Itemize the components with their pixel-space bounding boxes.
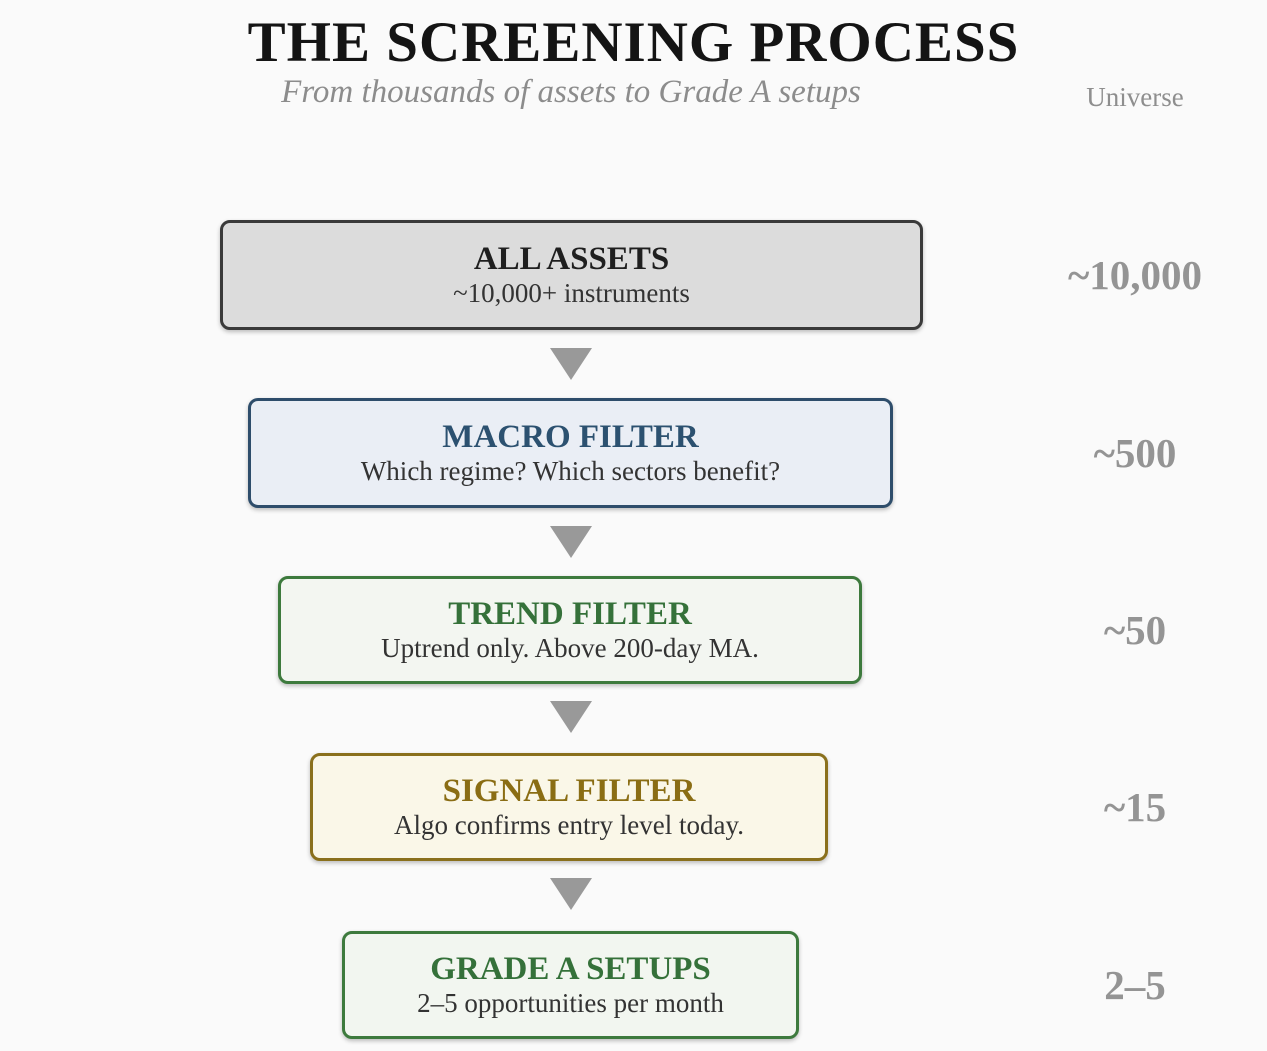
step-description: Which regime? Which sectors benefit?: [360, 455, 781, 486]
funnel-step-all-assets: ALL ASSETS ~10,000+ instruments: [220, 220, 923, 330]
step-description: 2–5 opportunities per month: [417, 987, 724, 1018]
step-description: ~10,000+ instruments: [453, 277, 690, 308]
step-count: ~10,000: [1067, 252, 1203, 298]
step-title: SIGNAL FILTER: [442, 773, 696, 810]
funnel-step-signal-filter: SIGNAL FILTER Algo confirms entry level …: [310, 753, 828, 861]
funnel-step-macro-filter: MACRO FILTER Which regime? Which sectors…: [248, 398, 893, 508]
universe-column-header: Universe: [1086, 82, 1184, 112]
down-arrow-icon: [550, 701, 592, 733]
step-title: GRADE A SETUPS: [430, 951, 711, 988]
down-arrow-icon: [550, 348, 592, 380]
page-title: THE SCREENING PROCESS: [247, 11, 1020, 74]
step-title: MACRO FILTER: [442, 419, 699, 456]
step-title: TREND FILTER: [448, 596, 692, 633]
funnel-step-grade-a-setups: GRADE A SETUPS 2–5 opportunities per mon…: [342, 931, 799, 1039]
step-count: ~15: [1103, 784, 1167, 830]
down-arrow-icon: [550, 878, 592, 910]
funnel-step-trend-filter: TREND FILTER Uptrend only. Above 200-day…: [278, 576, 862, 684]
step-count: 2–5: [1104, 962, 1166, 1008]
down-arrow-icon: [550, 526, 592, 558]
step-description: Algo confirms entry level today.: [394, 809, 744, 840]
page-subtitle: From thousands of assets to Grade A setu…: [281, 74, 861, 110]
step-title: ALL ASSETS: [473, 241, 670, 278]
step-count: ~50: [1103, 607, 1167, 653]
step-description: Uptrend only. Above 200-day MA.: [381, 632, 759, 663]
step-count: ~500: [1093, 430, 1177, 476]
